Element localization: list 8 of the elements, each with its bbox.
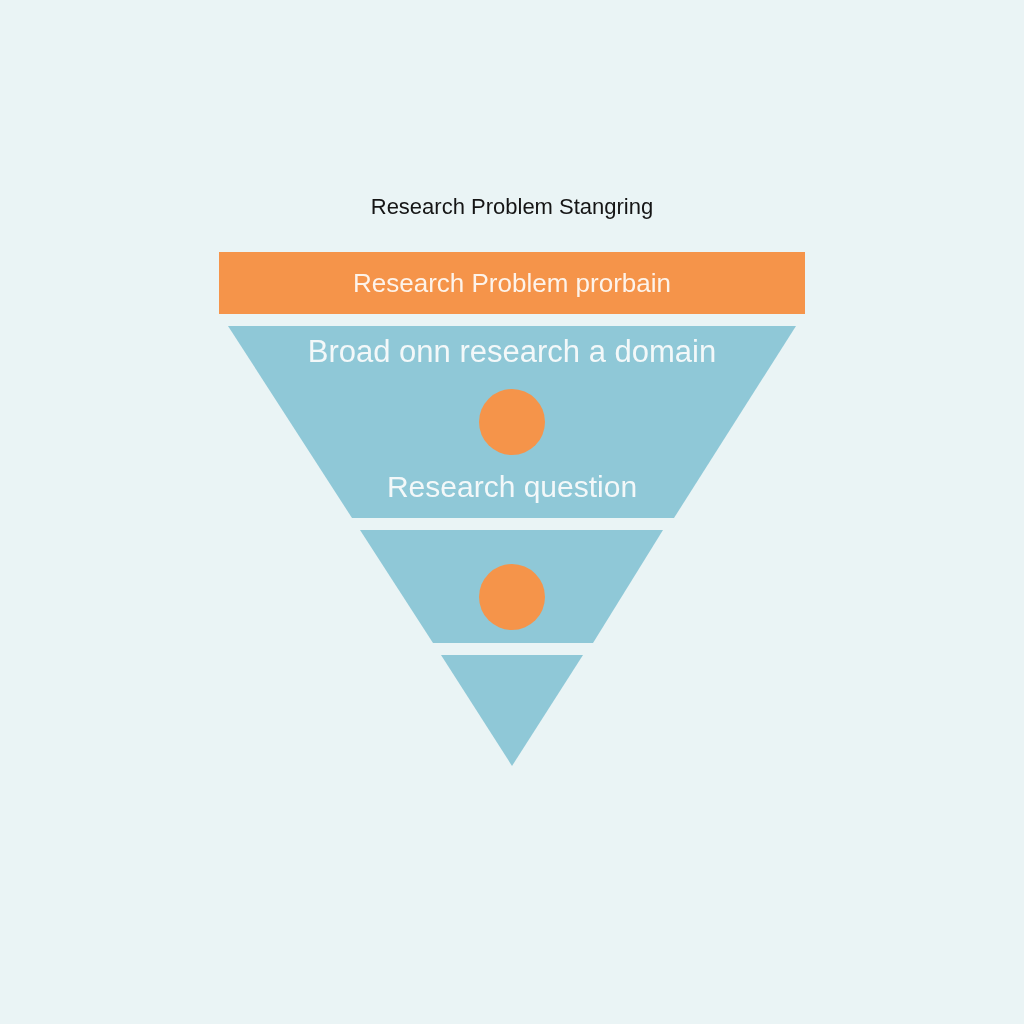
funnel-tier xyxy=(228,326,796,518)
diagram-title: Research Problem Stangring xyxy=(370,194,654,219)
tier-label: Research question xyxy=(386,470,638,503)
header-bar xyxy=(219,252,805,314)
funnel-tip xyxy=(441,655,583,766)
tier-heading: Broad onn research a domain xyxy=(307,334,717,369)
bar-label: Research Problem prorbain xyxy=(353,268,671,298)
funnel-tier xyxy=(360,530,663,643)
